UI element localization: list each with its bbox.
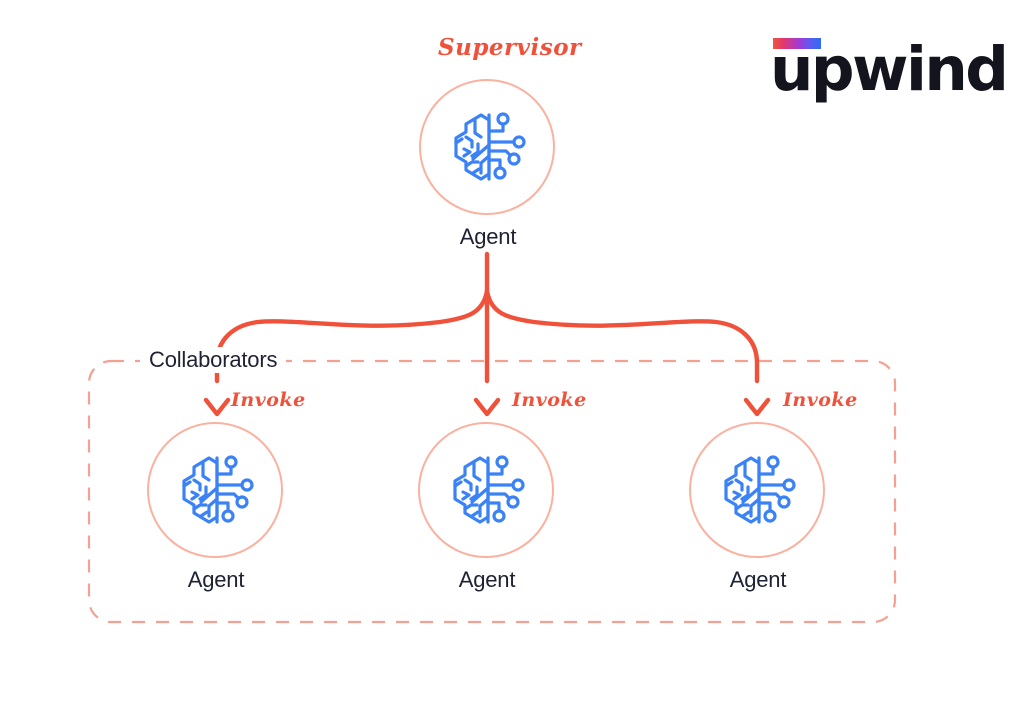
collaborator-agent-node-0[interactable]: Agent [147, 422, 285, 594]
collaborator-agent-label-1: Agent [458, 567, 516, 592]
ai-brain-circuit-icon [181, 454, 254, 524]
upwind-logo: upwind [770, 34, 1009, 102]
invoke-arrowheads [203, 397, 771, 417]
collaborator-agent-avatar-1[interactable] [418, 422, 554, 558]
supervisor-annotation: Supervisor [438, 34, 582, 61]
upwind-logo-accent-bar [773, 38, 821, 49]
collaborator-agent-label-2: Agent [729, 567, 787, 592]
collaborator-agent-node-1[interactable]: Agent [418, 422, 556, 594]
supervisor-agent-node[interactable]: Agent [419, 79, 557, 251]
collaborators-group-border [87, 359, 897, 624]
supervisor-agent-label: Agent [459, 224, 517, 249]
ai-brain-circuit-icon [723, 454, 796, 524]
ai-brain-circuit-icon [453, 111, 526, 181]
collaborator-agent-avatar-2[interactable] [689, 422, 825, 558]
supervisor-agent-avatar[interactable] [419, 79, 555, 215]
collaborator-agent-label-0: Agent [187, 567, 245, 592]
invoke-edge-label-2: Invoke [783, 389, 858, 411]
ai-brain-circuit-icon [452, 454, 525, 524]
invoke-edge-label-0: Invoke [231, 389, 306, 411]
collaborator-agent-node-2[interactable]: Agent [689, 422, 827, 594]
supervisor-branch-connectors [214, 251, 760, 384]
upwind-logo-wordmark: upwind [770, 34, 1009, 105]
collaborators-group-title: Collaborators [140, 347, 287, 373]
collaborator-agent-avatar-0[interactable] [147, 422, 283, 558]
invoke-edge-label-1: Invoke [512, 389, 587, 411]
